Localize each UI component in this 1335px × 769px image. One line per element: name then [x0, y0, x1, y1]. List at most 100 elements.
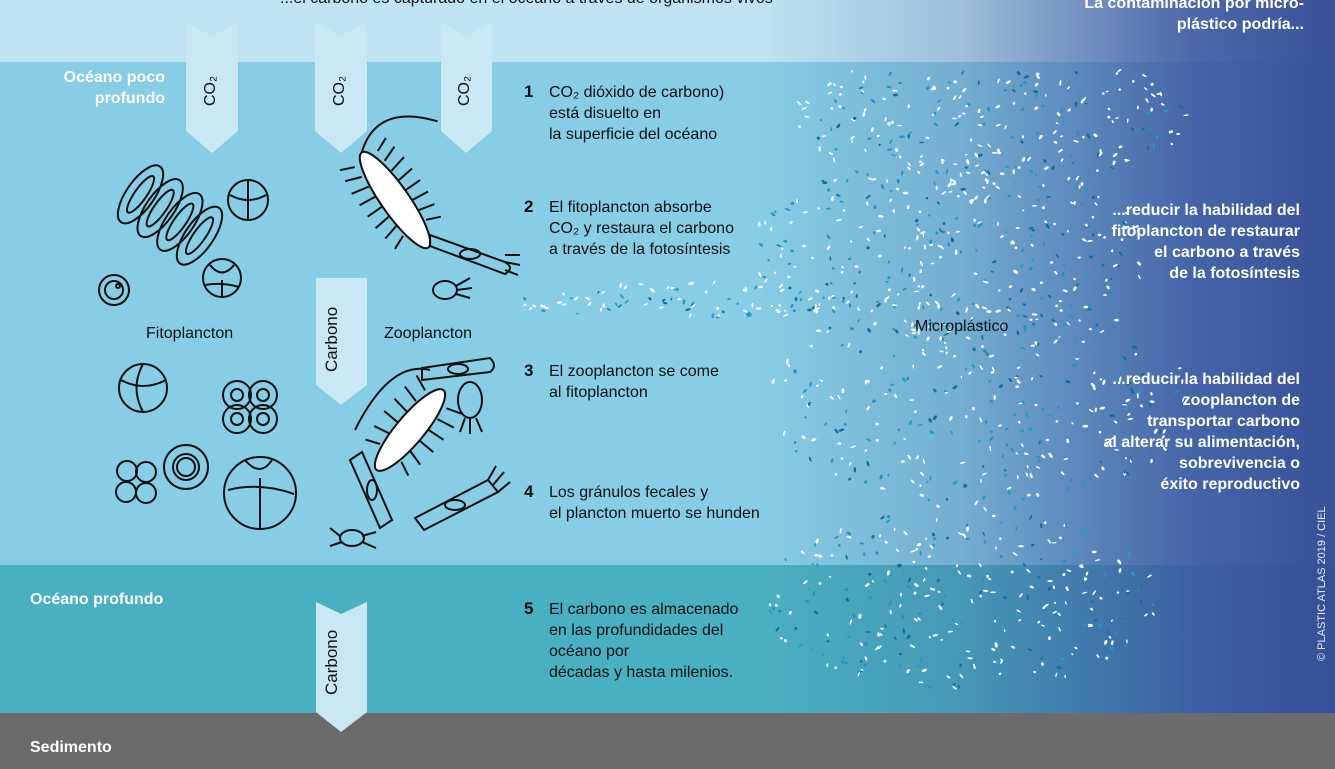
microplastic-particle [758, 271, 762, 277]
microplastic-particle [953, 480, 958, 485]
microplastic-particle [801, 435, 806, 440]
microplastic-particle [764, 220, 766, 225]
microplastic-particle [523, 303, 527, 306]
microplastic-particle [1063, 457, 1069, 461]
microplastic-particle [943, 332, 950, 336]
microplastic-particle [860, 660, 863, 663]
microplastic-particle [953, 354, 956, 358]
microplastic-particle [948, 190, 953, 193]
microplastic-particle [937, 304, 941, 309]
microplastic-particle [1034, 341, 1038, 346]
microplastic-particle [906, 376, 909, 381]
microplastic-particle [970, 599, 974, 604]
microplastic-particle [1019, 264, 1024, 268]
microplastic-particle [1107, 115, 1111, 119]
microplastic-particle [914, 617, 918, 622]
microplastic-particle [1122, 221, 1127, 226]
microplastic-particle [1034, 649, 1037, 653]
microplastic-particle [1078, 319, 1081, 322]
microplastic-particle [780, 636, 783, 640]
microplastic-particle [840, 343, 844, 347]
microplastic-particle [599, 307, 603, 312]
zooplankton-illustrations [329, 115, 521, 549]
microplastic-particle [1048, 294, 1052, 299]
microplastic-particle [971, 407, 976, 411]
microplastic-particle [907, 454, 911, 460]
microplastic-particle [894, 393, 897, 399]
microplastic-particle [1028, 226, 1034, 230]
microplastic-particle [883, 392, 888, 395]
microplastic-particle [1106, 654, 1110, 657]
microplastic-particle [949, 416, 953, 421]
microplastic-particle [865, 194, 871, 200]
microplastic-particle [850, 69, 853, 73]
microplastic-particle [523, 296, 527, 301]
microplastic-particle [1092, 233, 1095, 237]
microplastic-particle [1020, 347, 1026, 350]
microplastic-particle [1111, 119, 1114, 124]
microplastic-particle [1123, 109, 1126, 115]
microplastic-particle [932, 537, 937, 540]
microplastic-particle [1045, 627, 1048, 632]
microplastic-particle [928, 324, 932, 329]
microplastic-particle [1062, 323, 1066, 326]
microplastic-particle [834, 666, 838, 670]
microplastic-particle [908, 247, 911, 250]
phytoplankton-label: Fitoplancton [146, 325, 234, 342]
microplastic-particle [617, 304, 622, 308]
microplastic-particle [979, 322, 983, 326]
microplastic-particle [789, 220, 793, 225]
microplastic-particle [1015, 227, 1020, 229]
microplastic-particle [1016, 475, 1019, 480]
microplastic-particle [1028, 266, 1033, 271]
microplastic-particle [670, 297, 673, 301]
microplastic-particle [1084, 102, 1088, 105]
microplastic-particle [1073, 550, 1078, 555]
microplastic-particle [918, 681, 924, 684]
microplastic-particle [1094, 559, 1101, 562]
microplastic-particle [1110, 619, 1113, 622]
microplastic-particle [1023, 324, 1027, 329]
microplastic-particle [838, 428, 845, 432]
microplastic-particle [959, 673, 964, 679]
microplastic-particle [864, 148, 867, 153]
microplastic-particle [841, 659, 845, 665]
microplastic-particle [944, 391, 949, 394]
microplastic-particle [1063, 523, 1066, 527]
microplastic-particle [922, 352, 926, 356]
microplastic-particle [715, 316, 720, 319]
copyright-credit: © PLASTIC ATLAS 2019 / CIEL [1316, 506, 1328, 661]
microplastic-particle [1120, 238, 1124, 241]
microplastic-particle [1059, 80, 1062, 86]
microplastic-particle [1146, 453, 1149, 460]
microplastic-particle [855, 294, 858, 298]
microplastic-particle [916, 227, 921, 232]
microplastic-particle [992, 660, 997, 663]
microplastic-particle [1109, 582, 1112, 585]
microplastic-particle [1024, 92, 1027, 96]
microplastic-particle [927, 555, 931, 559]
microplastic-particle [1027, 648, 1033, 651]
microplastic-particle [951, 179, 957, 183]
microplastic-particle [960, 328, 964, 331]
microplastic-particle [982, 495, 986, 500]
microplastic-particle [1021, 135, 1025, 139]
microplastic-particle [805, 100, 810, 105]
microplastic-particle [1124, 225, 1130, 229]
microplastic-particle [954, 122, 960, 127]
microplastic-particle [1150, 82, 1154, 86]
microplastic-particle [785, 207, 791, 211]
microplastic-particle [857, 671, 860, 677]
microplastic-particle [1008, 297, 1012, 301]
microplastic-particle [1095, 323, 1099, 327]
microplastic-particle [1016, 375, 1019, 378]
microplastic-particle [1132, 382, 1136, 385]
microplastic-particle [1037, 575, 1040, 579]
microplastic-particle [1104, 639, 1108, 645]
microplastic-particle [786, 275, 791, 279]
microplastic-particle [947, 328, 952, 333]
microplastic-particle [822, 181, 828, 185]
microplastic-particle [1056, 666, 1062, 669]
microplastic-particle [956, 564, 959, 568]
microplastic-particle [1105, 278, 1108, 282]
